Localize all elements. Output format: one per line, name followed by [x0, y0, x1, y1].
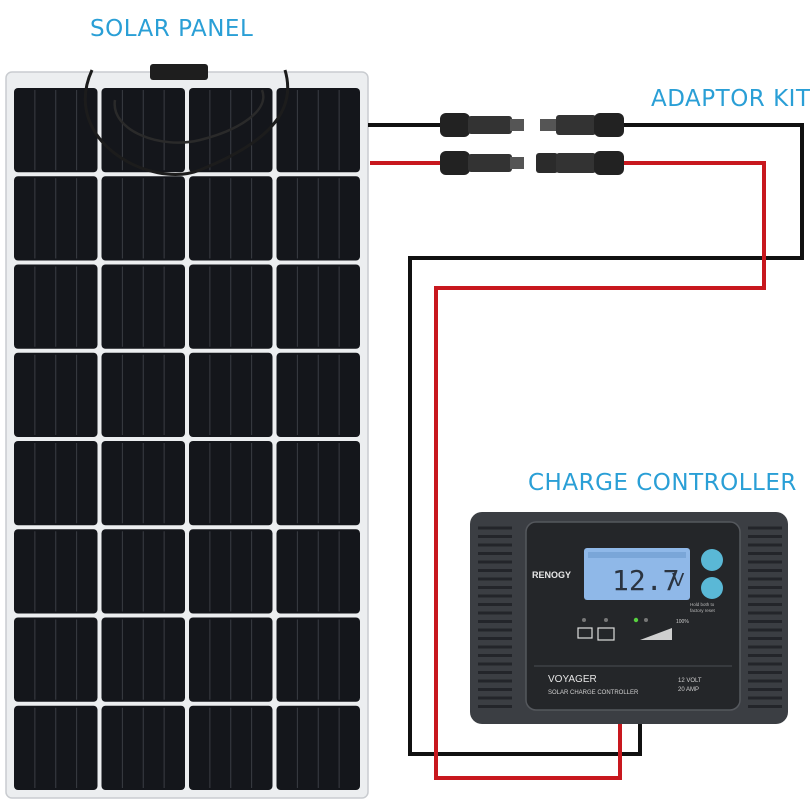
hold-note-2: factory reset	[690, 608, 716, 613]
rating-volt: 12 VOLT	[678, 678, 702, 684]
wire-positive-controller	[434, 161, 766, 780]
panel-lead-cable	[83, 69, 290, 176]
heatsink-right	[748, 526, 782, 708]
mc4-connector-icon	[540, 113, 624, 137]
hold-note-1: Hold both to	[690, 602, 715, 607]
charge-level-icon	[640, 628, 672, 640]
lcd-display-icon	[584, 548, 690, 600]
solar-panel	[5, 64, 369, 799]
charge-controller: RENOGY 12.7 V Hold both to factory reset…	[470, 512, 788, 724]
rating-amp: 20 AMP	[678, 687, 699, 693]
charge-indicator-icon	[633, 617, 639, 623]
mc4-connector-icon	[440, 151, 524, 175]
adaptor-kit-label: ADAPTOR KIT	[651, 86, 810, 112]
status-icons: 100%	[577, 617, 689, 641]
lcd-value: 12.7	[612, 564, 679, 597]
percent-label: 100%	[676, 619, 689, 625]
brand-text: RENOGY	[532, 570, 571, 580]
wires	[368, 123, 804, 780]
solar-panel-label: SOLAR PANEL	[90, 16, 254, 42]
down-button-icon[interactable]	[701, 577, 723, 599]
up-button-icon[interactable]	[701, 549, 723, 571]
panel-lead-cable-2	[113, 89, 265, 144]
lcd-unit: V	[672, 570, 685, 591]
adaptor-kit	[440, 113, 624, 175]
charge-controller-label: CHARGE CONTROLLER	[528, 470, 797, 496]
solar-cell-grid-icon	[14, 88, 360, 790]
mc4-connector-icon	[440, 113, 524, 137]
solar-status-icon	[577, 627, 593, 639]
wire-negative-controller	[408, 123, 804, 756]
mc4-connector-icon	[536, 151, 624, 175]
junction-box	[150, 64, 208, 80]
battery-icon	[597, 627, 615, 641]
heatsink-left	[478, 526, 512, 708]
model-text: VOYAGER	[548, 674, 597, 685]
subtitle-text: SOLAR CHARGE CONTROLLER	[548, 690, 639, 696]
